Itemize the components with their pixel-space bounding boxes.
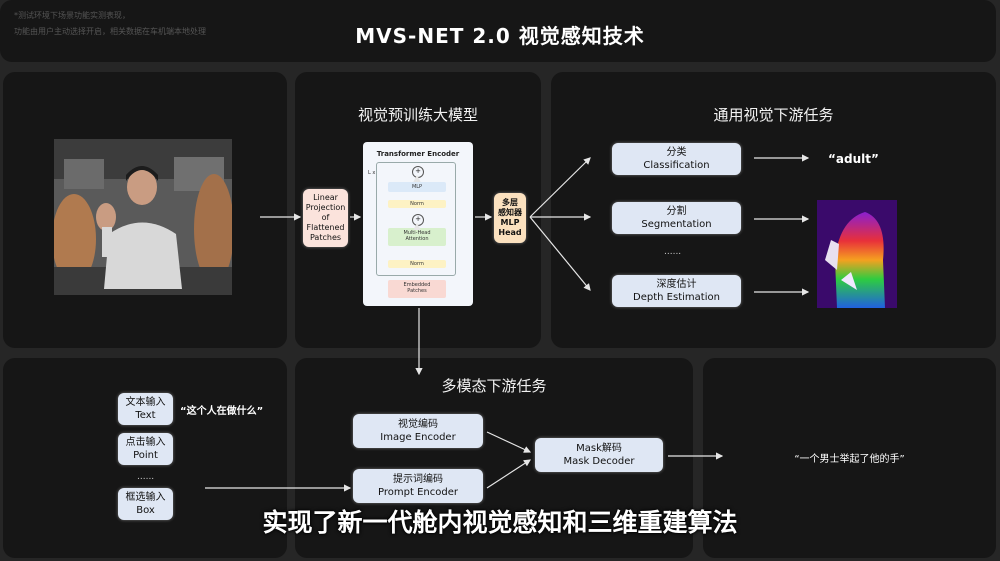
output-panel bbox=[703, 358, 996, 558]
image-encoder-box: 视觉编码 Image Encoder bbox=[353, 414, 483, 448]
embedded-patches-block: Embedded Patches bbox=[388, 280, 446, 298]
prompt-encoder-en: Prompt Encoder bbox=[378, 487, 458, 498]
box-input-en: Box bbox=[136, 505, 155, 516]
depth-box: 深度估计 Depth Estimation bbox=[612, 275, 741, 307]
classification-box: 分类 Classification bbox=[612, 143, 741, 175]
point-input-en: Point bbox=[133, 450, 158, 461]
segmentation-cn: 分割 bbox=[666, 206, 687, 217]
mlp-head-line-1: 多层 bbox=[502, 198, 518, 207]
text-input-box: 文本输入 Text bbox=[118, 393, 173, 425]
classification-en: Classification bbox=[643, 160, 710, 171]
classification-cn: 分类 bbox=[666, 147, 687, 158]
lp-line-5: Patches bbox=[309, 233, 342, 242]
arrow-head-to-depth bbox=[529, 216, 591, 291]
lp-line-1: Linear bbox=[313, 193, 338, 202]
pretrain-title: 视觉预训练大模型 bbox=[357, 106, 478, 124]
box-input-cn: 框选输入 bbox=[125, 492, 166, 503]
classification-result: “adult” bbox=[828, 152, 879, 166]
page-title: MVS-NET 2.0 视觉感知技术 bbox=[355, 24, 645, 48]
mha-line-1: Multi-Head bbox=[403, 230, 431, 236]
vision-tasks-title: 通用视觉下游任务 bbox=[713, 106, 834, 124]
mask-decoder-en: Mask Decoder bbox=[563, 456, 635, 467]
encoder-lx-label: L x bbox=[368, 170, 376, 176]
mlp-head-line-3: MLP bbox=[500, 218, 520, 227]
mha-line-2: Attention bbox=[405, 236, 429, 242]
arrow-head-to-classification bbox=[529, 157, 591, 218]
segmentation-en: Segmentation bbox=[641, 219, 712, 230]
lp-line-4: Flattened bbox=[306, 223, 345, 232]
cabin-camera-image bbox=[54, 139, 232, 295]
text-input-example: “这个人在做什么” bbox=[180, 406, 264, 417]
embedded-line-2: Patches bbox=[407, 288, 427, 294]
mask-decoder-box: Mask解码 Mask Decoder bbox=[535, 438, 663, 472]
lp-line-2: Projection bbox=[305, 203, 346, 212]
embedded-line-1: Embedded bbox=[403, 282, 431, 288]
inputs-ellipsis: ...... bbox=[137, 472, 155, 482]
lp-line-3: of bbox=[321, 213, 330, 222]
arrow-prompt-enc-to-decoder bbox=[486, 459, 532, 489]
depth-cn: 深度估计 bbox=[656, 279, 697, 290]
video-subtitle: 实现了新一代舱内视觉感知和三维重建算法 bbox=[262, 508, 738, 537]
point-input-box: 点击输入 Point bbox=[118, 433, 173, 465]
vision-ellipsis: ...... bbox=[664, 247, 682, 257]
depth-en: Depth Estimation bbox=[633, 292, 720, 303]
notice-line-1: *测试环境下场景功能实测表现， bbox=[14, 11, 130, 20]
text-input-en: Text bbox=[135, 410, 156, 421]
norm-bottom-block: Norm bbox=[388, 260, 446, 268]
attention-block: Multi-Head Attention bbox=[388, 228, 446, 246]
box-input-box: 框选输入 Box bbox=[118, 488, 173, 520]
encoder-title: Transformer Encoder bbox=[376, 150, 460, 158]
multimodal-title: 多模态下游任务 bbox=[441, 377, 547, 395]
prompt-encoder-cn: 提示词编码 bbox=[393, 474, 443, 485]
encoder-inner-frame bbox=[376, 162, 456, 276]
text-input-cn: 文本输入 bbox=[125, 397, 166, 408]
norm-top-block: Norm bbox=[388, 200, 446, 208]
mask-decoder-cn: Mask解码 bbox=[576, 443, 622, 454]
linear-projection-box: Linear Projection of Flattened Patches bbox=[303, 189, 348, 247]
multimodal-output: “一个男士举起了他的手” bbox=[794, 454, 905, 465]
segmentation-box: 分割 Segmentation bbox=[612, 202, 741, 234]
arrow-image-enc-to-decoder bbox=[486, 431, 532, 453]
image-encoder-en: Image Encoder bbox=[380, 432, 456, 443]
depth-map-image bbox=[817, 200, 897, 308]
mlp-head-line-4: Head bbox=[498, 228, 522, 237]
point-input-cn: 点击输入 bbox=[125, 437, 166, 448]
mlp-head-line-2: 感知器 bbox=[498, 208, 522, 217]
prompt-encoder-box: 提示词编码 Prompt Encoder bbox=[353, 469, 483, 503]
notice-line-2: 功能由用户主动选择开启，相关数据在车机端本地处理 bbox=[14, 27, 206, 36]
mlp-head-box: 多层 感知器 MLP Head bbox=[494, 193, 526, 243]
image-encoder-cn: 视觉编码 bbox=[398, 419, 438, 430]
mlp-block: MLP bbox=[388, 182, 446, 192]
header-panel bbox=[0, 0, 996, 62]
